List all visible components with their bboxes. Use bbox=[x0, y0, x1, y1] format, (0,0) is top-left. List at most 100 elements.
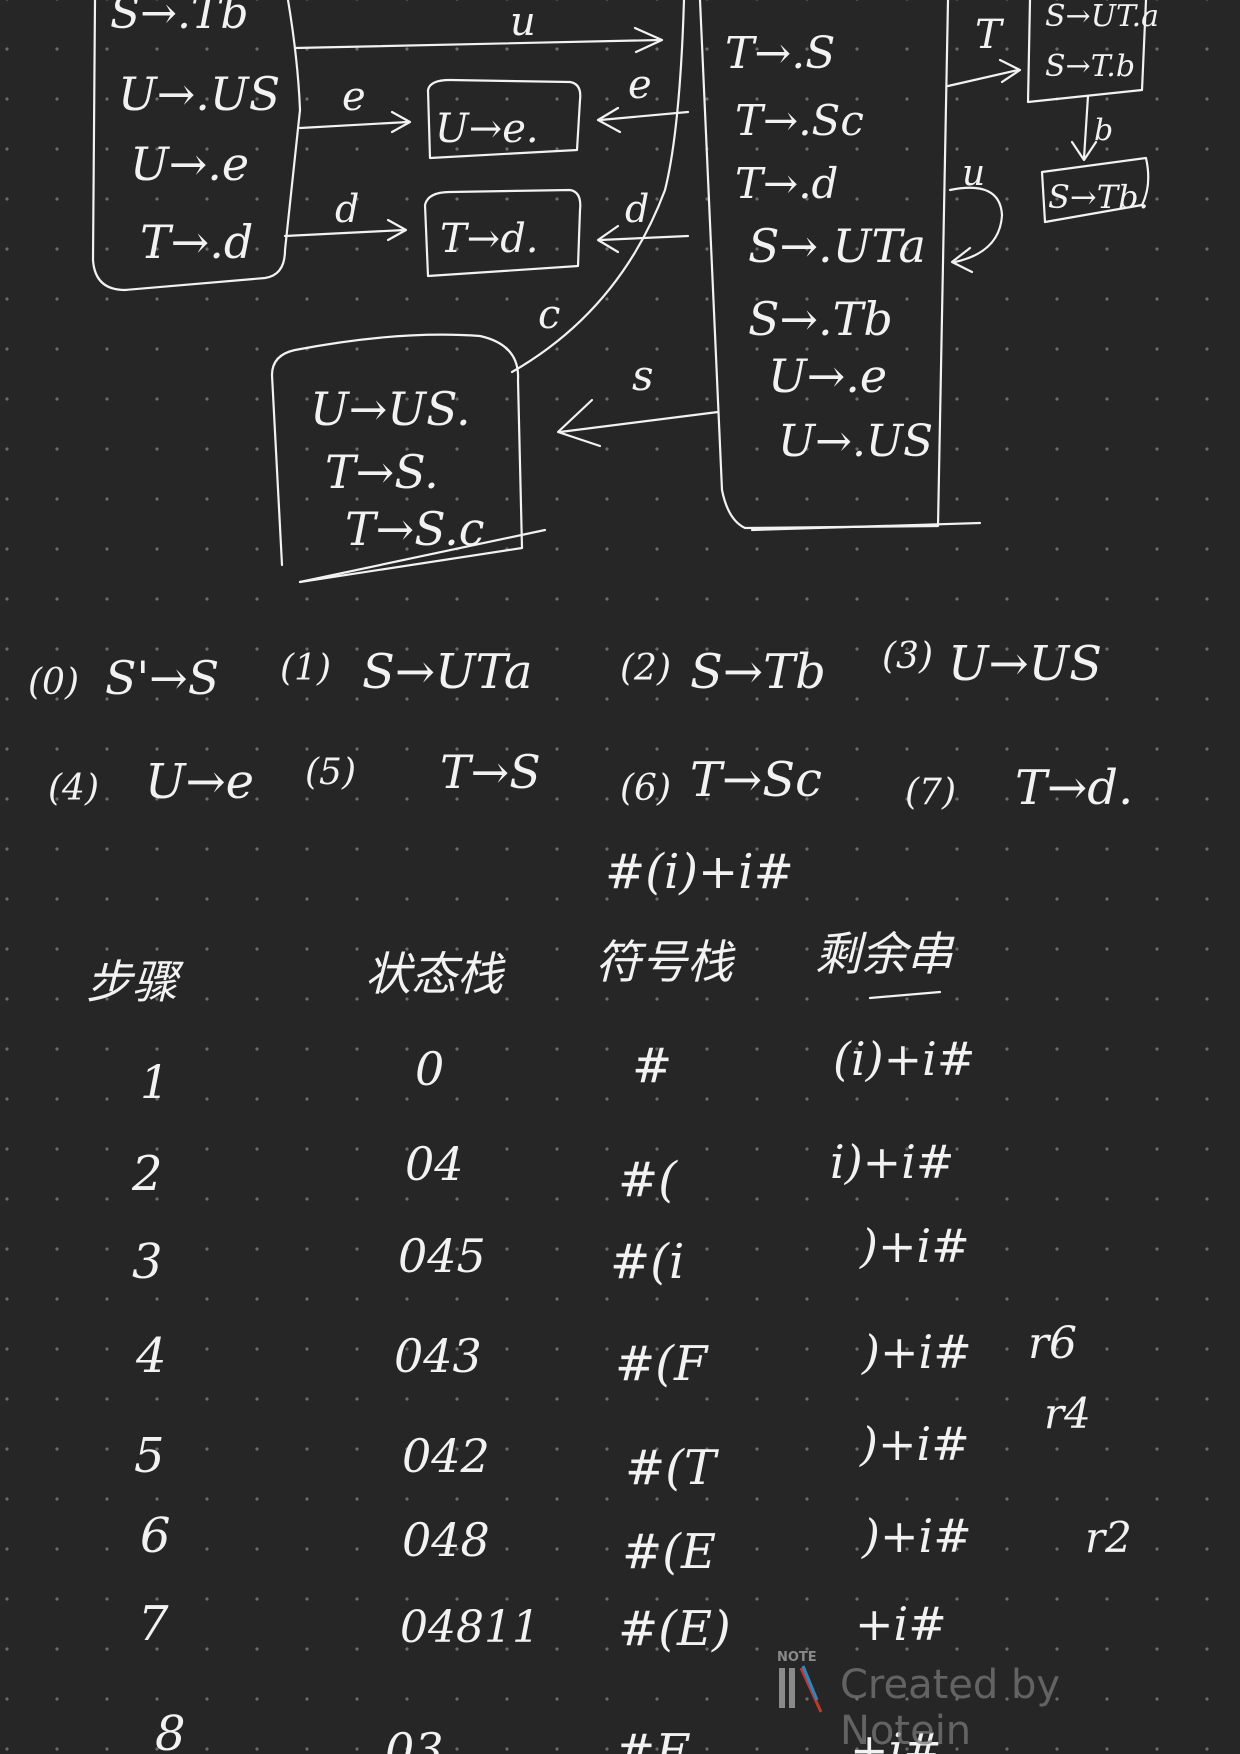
state-box-center bbox=[698, 0, 950, 530]
state-bottom-item: T→S.c bbox=[345, 502, 484, 556]
edge-u-loop bbox=[948, 186, 1004, 264]
state-center-item: U→.US bbox=[778, 416, 933, 467]
table-cell-rest: )+i# bbox=[859, 1417, 970, 1471]
table-cell-state: 03 bbox=[385, 1723, 444, 1754]
arrow-head bbox=[596, 106, 622, 134]
state-u-e-item: U→e. bbox=[435, 106, 539, 152]
table-cell-symbol: #(E bbox=[622, 1524, 716, 1580]
table-cell-symbol: #(F bbox=[615, 1336, 709, 1392]
table-cell-symbol: #(i bbox=[610, 1234, 684, 1290]
edge-label-e-left: e bbox=[342, 74, 366, 120]
table-header-step: 步骤 bbox=[86, 955, 184, 1009]
state-t-d-item: T→d. bbox=[440, 216, 539, 262]
edge-label-c: c bbox=[538, 292, 560, 338]
state-bottom-item: U→US. bbox=[310, 382, 471, 436]
table-row: 4 043 #(F )+i# r6 bbox=[135, 1318, 1077, 1392]
arrow-head bbox=[1070, 140, 1098, 162]
production-rule: S→Tb bbox=[690, 644, 826, 700]
table-cell-rest: +i# bbox=[855, 1597, 947, 1651]
state-box-t-d bbox=[423, 188, 582, 278]
edge-d-left bbox=[283, 228, 407, 238]
production-rule: T→S bbox=[440, 745, 541, 799]
state-right-b-item: S→Tb. bbox=[1048, 178, 1149, 216]
production-rule: S'→S bbox=[105, 651, 219, 705]
table-row: 6 048 #(E )+i# r2 bbox=[140, 1508, 1132, 1580]
table-cell-state: 043 bbox=[394, 1329, 482, 1383]
production-num: (4) bbox=[48, 768, 99, 809]
header-underline bbox=[868, 990, 942, 1000]
arrow-head bbox=[950, 246, 974, 274]
table-cell-state: 042 bbox=[402, 1429, 490, 1483]
table-header-remaining: 剩余串 bbox=[815, 927, 955, 981]
table-cell-rest: (i)+i# bbox=[833, 1032, 975, 1086]
table-header-symbol-stack: 符号栈 bbox=[595, 935, 736, 989]
table-row: 2 04 #( i)+i# bbox=[131, 1135, 954, 1208]
production-rule: U→US bbox=[948, 636, 1102, 692]
production-num: (6) bbox=[620, 768, 671, 809]
arrow-head bbox=[390, 110, 412, 134]
table-cell-state: 048 bbox=[402, 1513, 490, 1567]
table-cell-rest: +i# bbox=[850, 1723, 942, 1754]
state-box-right-b bbox=[1040, 156, 1150, 224]
state-left-item: T→.d bbox=[140, 215, 253, 269]
input-string: #(i)+i# bbox=[605, 844, 794, 900]
table-cell-step: 8 bbox=[155, 1706, 186, 1754]
table-cell-symbol: #F bbox=[615, 1724, 690, 1754]
table-row: 3 045 #(i )+i# bbox=[132, 1219, 970, 1290]
edge-label-d-right: d bbox=[625, 187, 649, 231]
table-cell-symbol: #(T bbox=[625, 1440, 719, 1496]
edge-label-T: T bbox=[975, 12, 1005, 58]
table-cell-symbol: #( bbox=[618, 1152, 678, 1208]
state-box-u-e bbox=[426, 78, 582, 160]
production-num: (3) bbox=[882, 636, 933, 677]
table-cell-step: 5 bbox=[134, 1428, 165, 1484]
state-center-item: S→.UTa bbox=[748, 219, 926, 273]
edge-s bbox=[558, 410, 720, 434]
production-num: (7) bbox=[905, 772, 956, 813]
arrow-head bbox=[596, 224, 620, 254]
table-row: 8 03 #F +i# bbox=[155, 1706, 942, 1754]
edge-e-right bbox=[598, 110, 690, 122]
table-cell-note: r6 bbox=[1028, 1318, 1077, 1369]
arrow-head bbox=[998, 58, 1022, 84]
production-rule: T→d. bbox=[1015, 760, 1133, 816]
table-cell-rest: )+i# bbox=[861, 1325, 972, 1379]
edge-label-u: u bbox=[510, 0, 536, 45]
state-box-left bbox=[91, 0, 302, 292]
edge-u bbox=[293, 38, 662, 50]
state-top-right-item: S→UT.a bbox=[1045, 0, 1159, 34]
notein-watermark: NOTE Created by Notein bbox=[775, 1650, 1195, 1754]
table-row: 7 04811 #(E) +i# bbox=[138, 1596, 947, 1657]
state-box-top-right bbox=[1026, 0, 1148, 104]
watermark-text: Created by Notein bbox=[840, 1662, 1061, 1754]
edge-label-s: s bbox=[632, 351, 654, 400]
table-cell-rest: )+i# bbox=[859, 1219, 970, 1273]
edge-label-b: b bbox=[1094, 113, 1113, 148]
arrow-head bbox=[633, 26, 664, 54]
state-left-item: S→.Tb bbox=[110, 0, 249, 39]
table-cell-step: 7 bbox=[138, 1596, 169, 1652]
state-center-item: U→.e bbox=[768, 349, 887, 403]
state-center-item: T→.S bbox=[725, 28, 835, 79]
table-cell-state: 04 bbox=[405, 1137, 464, 1191]
production-num: (2) bbox=[620, 648, 671, 689]
table-cell-step: 6 bbox=[140, 1508, 171, 1564]
watermark-note-label: NOTE bbox=[777, 1650, 817, 1665]
table-cell-symbol: # bbox=[632, 1038, 672, 1094]
table-header-state-stack: 状态栈 bbox=[365, 947, 506, 1001]
state-top-right-item: S→T.b bbox=[1045, 49, 1135, 84]
table-cell-symbol: #(E) bbox=[618, 1601, 731, 1657]
table-cell-step: 2 bbox=[131, 1146, 163, 1202]
production-num: (0) bbox=[28, 662, 79, 703]
table-cell-state: 0 bbox=[415, 1042, 444, 1096]
state-box-center-base bbox=[750, 521, 982, 532]
edge-label-d-left: d bbox=[335, 187, 359, 231]
table-cell-note: r4 bbox=[1044, 1389, 1091, 1438]
table-cell-step: 1 bbox=[140, 1055, 169, 1109]
arrow-head bbox=[386, 218, 408, 242]
edge-b bbox=[1082, 94, 1090, 160]
production-rule: U→e bbox=[145, 754, 254, 810]
table-cell-state: 045 bbox=[398, 1229, 486, 1283]
edge-e-left bbox=[298, 120, 410, 130]
